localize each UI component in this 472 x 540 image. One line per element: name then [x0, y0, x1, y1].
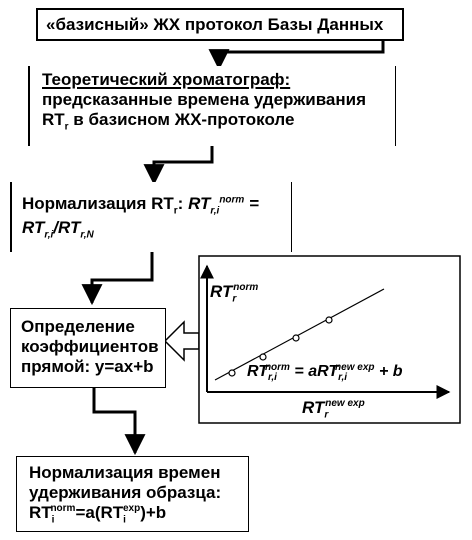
data-point: [228, 369, 236, 377]
box-line-coefficients: Определение коэффициентов прямой: y=ax+b: [10, 308, 166, 388]
box3-line1: Нормализация RTr: RTr,inorm =: [22, 194, 259, 217]
box5-line2: удерживания образца:: [29, 483, 222, 502]
box4-line2: коэффициентов: [21, 337, 159, 356]
data-point: [259, 353, 267, 361]
data-point: [325, 316, 333, 324]
box4-line1: Определение: [21, 317, 135, 336]
arrow-2-3: [143, 146, 214, 186]
plot-equation: RTr,inorm = aRTr,inew exp + b: [247, 361, 403, 384]
box-db-protocol-text: «базисный» ЖХ протокол Базы Данных: [46, 15, 384, 34]
arrow-3-4: [81, 252, 154, 306]
box4-line3: прямой: y=ax+b: [21, 357, 154, 376]
plot-y-label: RTrnorm: [210, 282, 259, 305]
box2-line1: Теоретический хроматограф:: [42, 70, 291, 89]
box3-line2: RTr,i/RTr,N: [22, 218, 94, 241]
box-sample-normalization: Нормализация времен удерживания образца:…: [16, 456, 249, 532]
box-normalization-rt: Нормализация RTr: RTr,inorm = RTr,i/RTr,…: [10, 182, 292, 252]
box2-line3: RTr в базисном ЖХ-протоколе: [42, 110, 295, 133]
arrow-1-2: [208, 40, 385, 71]
box-theoretical-chromatograph: Теоретический хроматограф: предсказанные…: [28, 66, 396, 146]
data-point: [292, 334, 300, 342]
arrow-4-5: [92, 384, 146, 456]
regression-line: [214, 288, 385, 381]
box-db-protocol: «базисный» ЖХ протокол Базы Данных: [36, 8, 404, 41]
plot-x-label: RTrnew exp: [302, 398, 365, 421]
plot-frame: [198, 255, 461, 424]
hollow-arrow: [163, 320, 200, 362]
box5-line3: RTinorm=a(RTiexp)+b: [29, 503, 167, 526]
box2-line2: предсказанные времена удерживания: [42, 90, 367, 109]
box5-line1: Нормализация времен: [29, 463, 221, 482]
